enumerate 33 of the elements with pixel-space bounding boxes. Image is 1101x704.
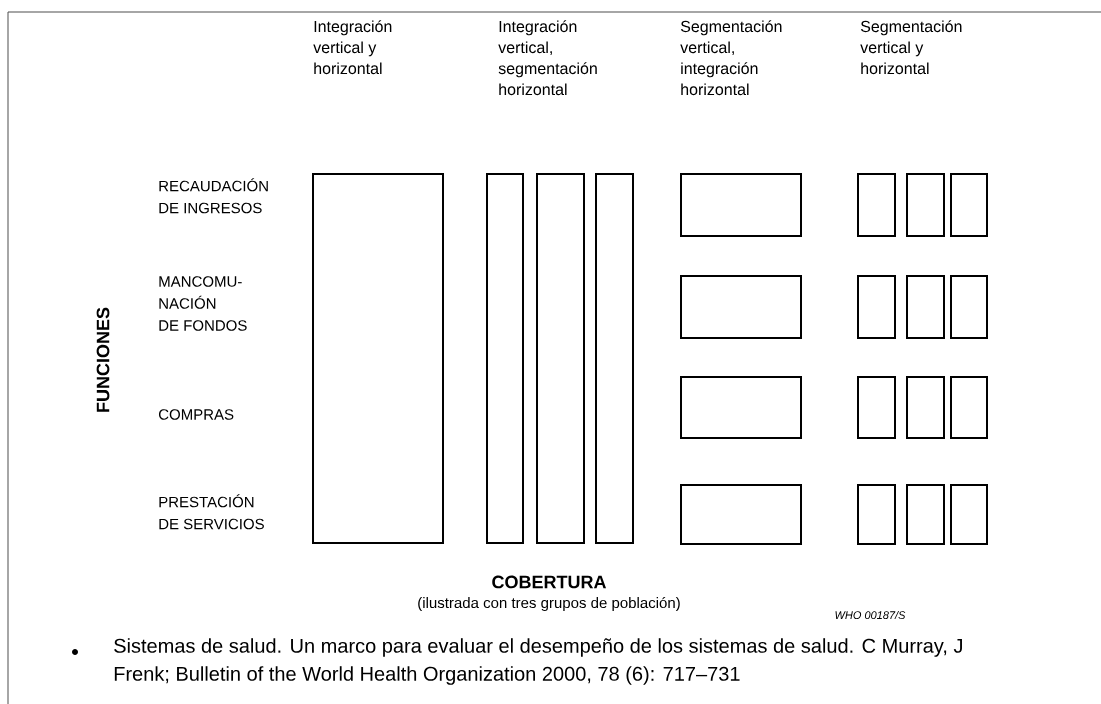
box [950,484,988,545]
box [906,275,945,339]
box [680,484,802,545]
box [595,173,634,544]
row-label: COMPRAS [159,409,234,420]
box [312,173,444,544]
box [486,173,524,544]
box [906,173,945,237]
box [857,173,896,237]
axis-title: FUNCIONES [96,307,110,412]
box [950,275,988,339]
row-label: RECAUDACIÓN DE INGRESOS [159,178,268,214]
box [857,484,896,545]
box [680,275,802,339]
column-heading: Segmentación vertical, integración horizontal [680,20,782,96]
column-heading: Integración vertical y horizontal [313,20,392,75]
box [906,484,945,545]
reference-note: Sistemas de salud. Un marco para evaluar el desempeño de los sistemas de salud. C Murray, J Frenk; Bulletin of the World Health Organization 2000, 78 (6): 717–731 [114,638,962,685]
axis-title: COBERTURA [492,575,606,589]
box [536,173,585,544]
column-heading: Integración vertical, segmentación horizontal [498,20,597,96]
column-heading: Segmentación vertical y horizontal [860,20,962,75]
box [857,376,896,439]
row-label: MANCOMU- NACIÓN DE FONDOS [159,276,247,331]
box [950,376,988,439]
axis-subtitle: (ilustrada con tres grupos de población) [418,596,680,612]
box [680,376,802,439]
box [906,376,945,439]
figure-code: WHO 00187/S [835,610,906,620]
box [857,275,896,339]
box [680,173,802,237]
box [950,173,988,237]
row-label: PRESTACIÓN DE SERVICIOS [159,494,264,530]
